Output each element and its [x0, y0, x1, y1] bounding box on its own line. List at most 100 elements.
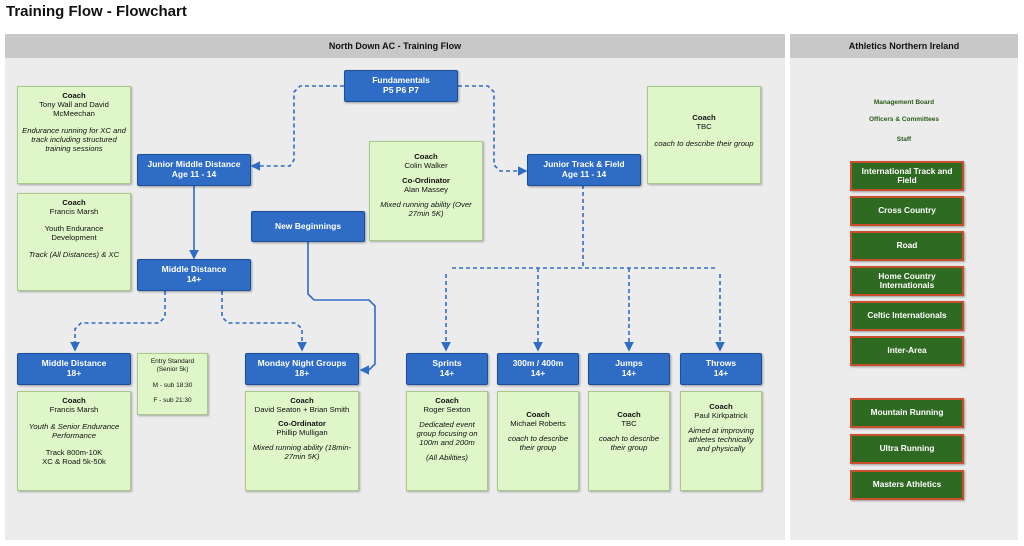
300m-400m-node: 300m / 400m 14+: [497, 353, 579, 385]
coach-name: TBC: [696, 122, 712, 132]
coach-description: coach to describe their group: [654, 139, 754, 149]
jumps-line1: Jumps: [615, 358, 643, 369]
coach-name: Tony Wall and David McMeechan: [39, 100, 109, 119]
coach-description: Mixed running ability (18min-27min 5K): [252, 443, 352, 462]
coach-label: Coach: [62, 91, 86, 100]
road-button[interactable]: Road: [850, 231, 964, 261]
throws-node: Throws 14+: [680, 353, 762, 385]
coach-label: Coach: [414, 152, 438, 161]
coach-card-roger-sexton: Coach Roger Sexton Dedicated event group…: [406, 391, 488, 491]
entry-standard-title: Entry Standard (Senior 5k): [150, 358, 195, 373]
coach-name: Francis Marsh: [49, 207, 99, 217]
ultra-running-button[interactable]: Ultra Running: [850, 434, 964, 464]
coach-extra-track: Track 800m-10K: [45, 448, 103, 458]
coach-card-tbc-track-field: Coach TBC coach to describe their group: [647, 86, 761, 184]
home-country-internationals-button[interactable]: Home Country Internationals: [850, 266, 964, 296]
junior-md-line2: Age 11 - 14: [171, 169, 217, 179]
coach-card-francis-marsh-junior: Coach Francis Marsh Youth Endurance Deve…: [17, 193, 131, 291]
entry-standard-box: Entry Standard (Senior 5k) M - sub 18:30…: [137, 353, 208, 415]
masters-athletics-button[interactable]: Masters Athletics: [850, 470, 964, 500]
middle-distance-line1: Middle Distance: [161, 264, 227, 275]
coach-card-tbc-jumps: Coach TBC coach to describe their group: [588, 391, 670, 491]
fundamentals-node-line2: P5 P6 P7: [383, 85, 419, 95]
coach-card-michael-roberts: Coach Michael Roberts coach to describe …: [497, 391, 579, 491]
sprints-line1: Sprints: [432, 358, 462, 369]
coach-description: coach to describe their group: [507, 434, 569, 453]
junior-middle-distance-node: Junior Middle Distance Age 11 - 14: [137, 154, 251, 186]
coach-label: Coach: [62, 396, 86, 405]
inter-area-button[interactable]: Inter-Area: [850, 336, 964, 366]
coach-extra: (All Abilities): [425, 453, 468, 463]
coach-card-tony-wall: Coach Tony Wall and David McMeechan Endu…: [17, 86, 131, 184]
junior-track-field-node: Junior Track & Field Age 11 - 14: [527, 154, 641, 186]
coach-card-francis-marsh-senior: Coach Francis Marsh Youth & Senior Endur…: [17, 391, 131, 491]
coach-name: Roger Sexton: [423, 405, 471, 415]
mountain-running-button[interactable]: Mountain Running: [850, 398, 964, 428]
side-panel-header: Athletics Northern Ireland: [790, 34, 1018, 58]
coach-description: Aimed at improving athletes technically …: [688, 426, 754, 454]
middle-distance-node: Middle Distance 14+: [137, 259, 251, 291]
coach-name: Paul Kirkpatrick: [694, 411, 748, 421]
monday-night-line1: Monday Night Groups: [257, 358, 347, 369]
staff-link[interactable]: Staff: [896, 136, 912, 143]
coach-extra-xc-road: XC & Road 5k-50k: [42, 457, 106, 467]
monday-night-line2: 18+: [294, 368, 310, 378]
coordinator-label: Co-Ordinator: [278, 419, 326, 429]
jumps-node: Jumps 14+: [588, 353, 670, 385]
coordinator-label: Co-Ordinator: [402, 176, 450, 186]
throws-line1: Throws: [705, 358, 737, 369]
junior-tf-line1: Junior Track & Field: [543, 159, 625, 170]
coach-description: Track (All Distances) & XC: [28, 250, 120, 260]
coach-name: Francis Marsh: [49, 405, 99, 415]
coach-label: Coach: [435, 396, 459, 405]
officers-committees-link[interactable]: Officers & Committees: [868, 116, 940, 123]
middle-distance-18-line2: 18+: [66, 368, 82, 378]
middle-distance-18-line1: Middle Distance: [41, 358, 107, 369]
300-400-line2: 14+: [530, 368, 546, 378]
page-title: Training Flow - Flowchart: [6, 3, 187, 20]
coach-description: coach to describe their group: [598, 434, 660, 453]
coach-name: David Seaton + Brian Smith: [254, 405, 350, 415]
coordinator-name: Phillip Mulligan: [276, 428, 328, 438]
coach-description: Mixed running ability (Over 27min 5K): [380, 200, 472, 219]
coach-label: Coach: [290, 396, 314, 405]
300-400-line1: 300m / 400m: [512, 358, 564, 369]
coach-name: Colin Walker: [404, 161, 448, 171]
coach-label: Coach: [692, 113, 716, 122]
coach-label: Coach: [526, 410, 550, 419]
sprints-line2: 14+: [439, 368, 455, 378]
coach-description: Youth & Senior Endurance Performance: [28, 422, 120, 441]
monday-night-groups-node: Monday Night Groups 18+: [245, 353, 359, 385]
coach-card-colin-walker: Coach Colin Walker Co-Ordinator Alan Mas…: [369, 141, 483, 241]
jumps-line2: 14+: [621, 368, 637, 378]
coordinator-name: Alan Massey: [403, 185, 448, 195]
coach-role: Youth Endurance Development: [44, 224, 104, 243]
junior-md-line1: Junior Middle Distance: [147, 159, 241, 170]
new-beginnings-node: New Beginnings: [251, 211, 365, 242]
sprints-node: Sprints 14+: [406, 353, 488, 385]
coach-label: Coach: [709, 402, 733, 411]
coach-card-paul-kirkpatrick: Coach Paul Kirkpatrick Aimed at improvin…: [680, 391, 762, 491]
celtic-internationals-button[interactable]: Celtic Internationals: [850, 301, 964, 331]
coach-name: Michael Roberts: [510, 419, 566, 429]
cross-country-button[interactable]: Cross Country: [850, 196, 964, 226]
coach-name: TBC: [621, 419, 637, 429]
coach-label: Coach: [617, 410, 641, 419]
middle-distance-18-node: Middle Distance 18+: [17, 353, 131, 385]
fundamentals-node: Fundamentals P5 P6 P7: [344, 70, 458, 102]
coach-description: Dedicated event group focusing on 100m a…: [416, 420, 478, 448]
middle-distance-line2: 14+: [186, 274, 202, 284]
entry-standard-f: F - sub 21:30: [153, 397, 192, 405]
throws-line2: 14+: [713, 368, 729, 378]
entry-standard-m: M - sub 18:30: [152, 381, 193, 389]
junior-tf-line2: Age 11 - 14: [561, 169, 607, 179]
fundamentals-node-line1: Fundamentals: [372, 75, 430, 86]
new-beginnings-line1: New Beginnings: [274, 220, 342, 231]
side-panel: Athletics Northern Ireland Management Bo…: [790, 34, 1018, 540]
international-track-field-button[interactable]: International Track and Field: [850, 161, 964, 191]
coach-label: Coach: [62, 198, 86, 207]
main-panel-header: North Down AC - Training Flow: [5, 34, 785, 58]
coach-description: Endurance running for XC and track inclu…: [22, 126, 126, 154]
coach-card-david-seaton: Coach David Seaton + Brian Smith Co-Ordi…: [245, 391, 359, 491]
management-board-link[interactable]: Management Board: [873, 99, 935, 106]
